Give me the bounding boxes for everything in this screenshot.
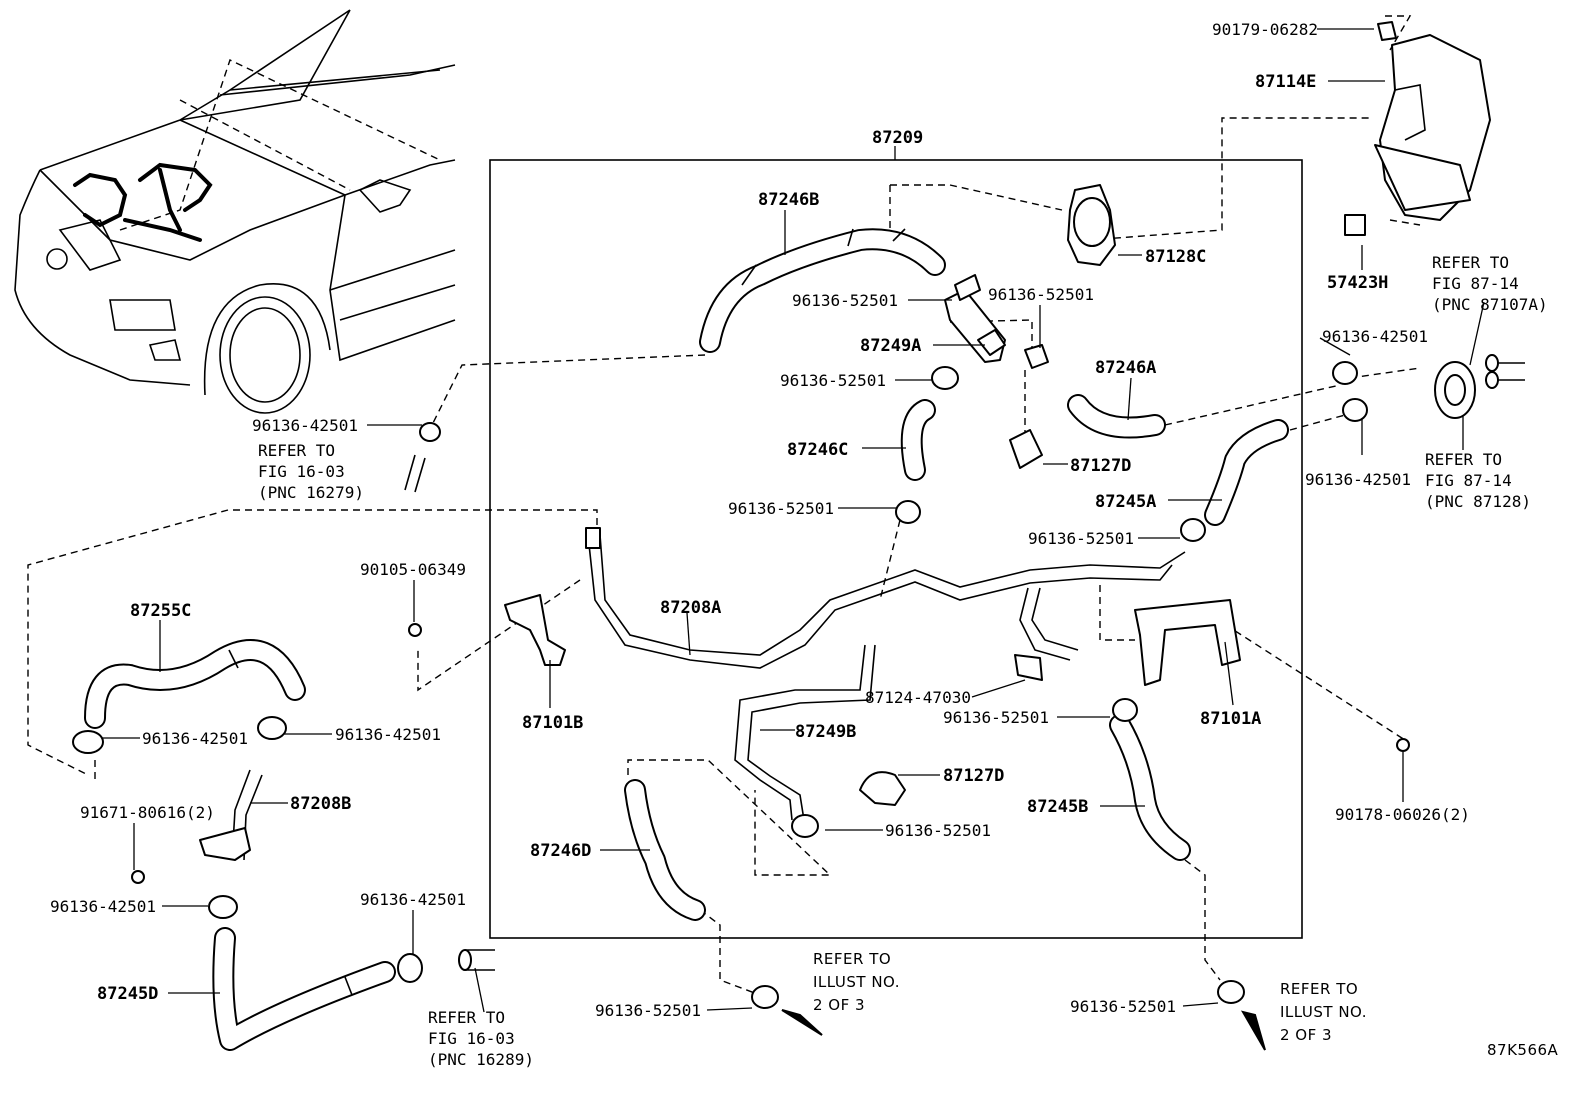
label-91671-80616: 91671-80616(2) — [80, 803, 215, 822]
label-96136-52501-i: 96136-52501 — [1070, 997, 1176, 1016]
label-96136-42501-bot: 96136-42501 — [360, 890, 466, 909]
label-87128C: 87128C — [1145, 247, 1206, 267]
label-90178-06026: 90178-06026(2) — [1335, 805, 1470, 824]
diagram-code: 87K566A — [1487, 1041, 1559, 1059]
ref-fig-87-14-b: REFER TO FIG 87-14 (PNC 87128) — [1425, 450, 1531, 511]
label-87249B: 87249B — [795, 722, 856, 742]
label-87124-47030: 87124-47030 — [865, 688, 971, 707]
label-87114E: 87114E — [1255, 72, 1316, 92]
part-labels: 90179-06282 87114E 87128C 57423H 87246B … — [50, 20, 1470, 1020]
label-96136-52501-h: 96136-52501 — [595, 1001, 701, 1020]
label-96136-42501-r1: 96136-42501 — [1322, 327, 1428, 346]
label-87127D-top: 87127D — [1070, 456, 1131, 476]
label-87245D: 87245D — [97, 984, 158, 1004]
ref-fig-16-03-b: REFER TO FIG 16-03 (PNC 16289) — [428, 1008, 534, 1069]
hoses — [84, 228, 1525, 1051]
label-87101B: 87101B — [522, 713, 583, 733]
ref-fig-87-14-a: REFER TO FIG 87-14 (PNC 87107A) — [1432, 253, 1548, 314]
label-96136-42501-r2: 96136-42501 — [1305, 470, 1411, 489]
ref-fig-16-03-a: REFER TO FIG 16-03 (PNC 16279) — [258, 441, 364, 502]
leader-lines — [103, 28, 1485, 1051]
label-87245A: 87245A — [1095, 492, 1156, 512]
ref-illust-a: REFER TO ILLUST NO. 2 OF 3 — [813, 950, 905, 1014]
group-label: 87209 — [872, 128, 923, 148]
label-87245B: 87245B — [1027, 797, 1088, 817]
label-87255C: 87255C — [130, 601, 191, 621]
vehicle-sketch — [14, 9, 456, 414]
label-96136-52501-d: 96136-52501 — [728, 499, 834, 518]
label-87249A: 87249A — [860, 336, 921, 356]
label-87246D: 87246D — [530, 841, 591, 861]
label-90179-06282: 90179-06282 — [1212, 20, 1318, 39]
label-87208B: 87208B — [290, 794, 351, 814]
label-96136-52501-f: 96136-52501 — [943, 708, 1049, 727]
label-96136-42501-l3: 96136-42501 — [50, 897, 156, 916]
label-57423H: 57423H — [1327, 273, 1388, 293]
label-87246C: 87246C — [787, 440, 848, 460]
label-87101A: 87101A — [1200, 709, 1261, 729]
kit-frame — [489, 159, 1303, 939]
label-96136-52501-c: 96136-52501 — [780, 371, 886, 390]
label-96136-42501-l2: 96136-42501 — [335, 725, 441, 744]
label-96136-52501-b: 96136-52501 — [988, 285, 1094, 304]
label-87246B: 87246B — [758, 190, 819, 210]
label-96136-52501-a: 96136-52501 — [792, 291, 898, 310]
reference-notes: REFER TO FIG 87-14 (PNC 87107A) REFER TO… — [258, 253, 1548, 1069]
label-96136-52501-g: 96136-52501 — [885, 821, 991, 840]
label-87127D-bottom: 87127D — [943, 766, 1004, 786]
label-96136-42501-left: 96136-42501 — [252, 416, 358, 435]
label-87246A: 87246A — [1095, 358, 1156, 378]
label-87208A: 87208A — [660, 598, 721, 618]
label-96136-52501-e: 96136-52501 — [1028, 529, 1134, 548]
label-90105-06349: 90105-06349 — [360, 560, 466, 579]
components — [72, 21, 1499, 1009]
label-96136-42501-l1: 96136-42501 — [142, 729, 248, 748]
ref-illust-b: REFER TO ILLUST NO. 2 OF 3 — [1280, 980, 1372, 1044]
